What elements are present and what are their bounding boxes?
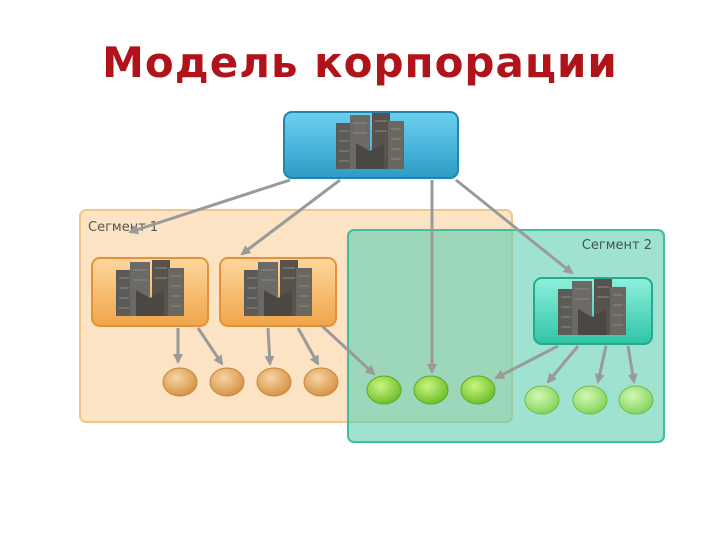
arrow-seg2-node6 [594,345,608,384]
arrow-bldg2-node4 [296,327,320,366]
segment-2-nodes [524,385,654,415]
page-title: Модель корпорации [102,38,618,87]
person-node-icon [366,375,402,405]
arrow-hq-to-seg1-bldg2 [240,178,341,256]
person-node-icon [162,367,198,397]
connection-arrows [128,178,638,384]
segment-1-label: Сегмент 1 [88,220,158,235]
person-node-icon [618,385,654,415]
person-node-icon [256,367,292,397]
person-node-icon [524,385,560,415]
arrow-hq-to-seg2-bldg [455,178,574,275]
arrow-seg2-green3 [494,344,559,380]
segment-1-nodes [162,367,339,397]
person-node-icon [413,375,449,405]
person-node-icon [303,367,339,397]
segment-2-building [533,277,653,345]
segment-1-building-2 [219,257,337,327]
person-node-icon [572,385,608,415]
arrow-seg2-node7 [626,345,638,384]
arrow-bldg2-green1 [320,324,376,376]
person-node-icon [460,375,496,405]
segment-1-building-1 [91,257,209,327]
arrow-hq-to-seg1-bldg1 [128,178,291,235]
arrow-bldg2-node3 [264,327,275,366]
person-node-icon [209,367,245,397]
arrow-seg2-node5 [546,345,580,384]
arrow-bldg1-node2 [196,327,224,366]
headquarters-building [283,111,459,179]
shared-nodes [366,375,496,405]
segment-2-label: Сегмент 2 [582,238,652,253]
